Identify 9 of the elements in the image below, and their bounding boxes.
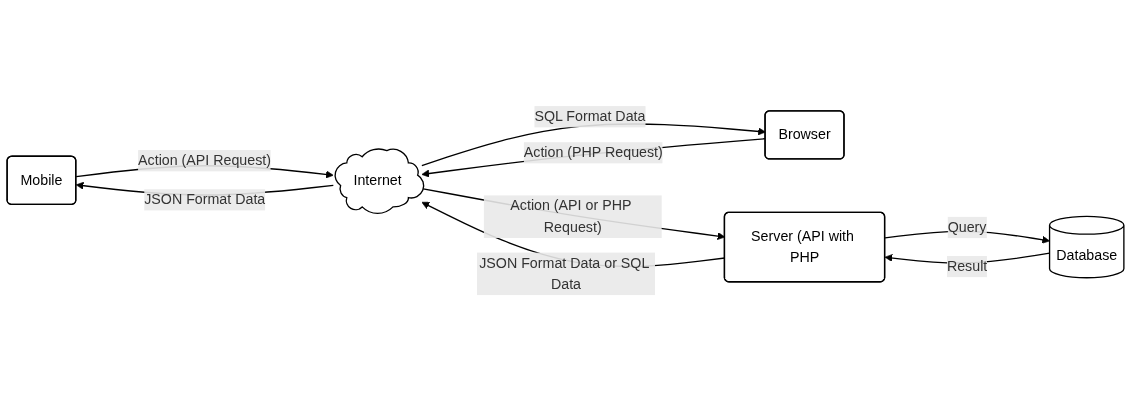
edge-label: Result bbox=[946, 259, 988, 275]
edge-label: JSON Format Data bbox=[144, 192, 266, 208]
edge-label: Action (API or PHP Request) bbox=[510, 198, 632, 235]
edge-label: Action (PHP Request) bbox=[523, 145, 663, 161]
arrow bbox=[421, 123, 766, 167]
edge-label: SQL Format Data bbox=[534, 109, 646, 125]
edge-label: JSON Format Data or SQL Data bbox=[479, 255, 649, 292]
edge-label: Query bbox=[947, 219, 987, 235]
edge-label: Action (API Request) bbox=[138, 153, 272, 169]
